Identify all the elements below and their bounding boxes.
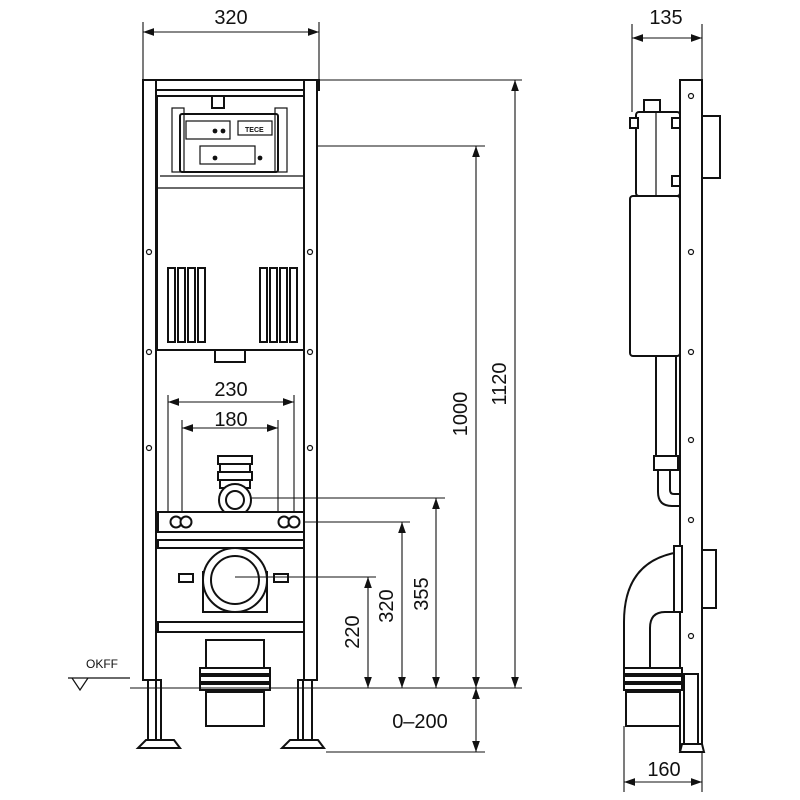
cistern-outlet [214,349,246,363]
side-frame-column [679,79,703,751]
dim-220: 220 [235,576,376,688]
flush-pipe [217,455,253,517]
drain-bend [178,547,289,613]
drain-connector [199,639,271,727]
dim-total-height-label: 1120 [489,362,511,405]
dim-bolt-inner: 180 [181,409,279,512]
dim-355-label: 355 [411,577,433,610]
side-view: 135 160 [623,7,721,792]
lower-crossbar [157,539,305,549]
dim-depth-bottom-label: 160 [647,759,680,781]
dim-adjust-range: 0–200 [326,688,485,753]
dim-depth-top: 135 [631,7,703,112]
side-drain-bend [623,545,717,727]
dim-320-label: 320 [376,589,398,622]
cistern-ribs-right [259,267,298,343]
actuation-plate-box [179,113,279,173]
dim-actuation-height-label: 1000 [450,392,472,437]
frame-post-right [303,79,318,681]
frame-post-left [142,79,157,681]
dim-depth-bottom: 160 [623,726,703,792]
side-flush-pipe [653,355,681,507]
dim-bolt-outer: 230 [167,379,295,512]
mounting-crossbar [157,511,305,533]
dim-adjust-range-label: 0–200 [392,711,448,733]
bottom-crossbar [157,621,305,633]
foot-left [135,679,182,749]
foot-right [279,679,326,749]
floor-level-marker: OKFF [68,657,130,692]
front-view: TECE [68,7,522,753]
frame-top-rail [142,79,320,91]
dim-355: 355 [250,497,445,688]
cistern: TECE [145,91,308,363]
dim-width-label: 320 [214,7,247,29]
dim-actuation-height: 1000 [317,145,485,688]
floor-label: OKFF [86,657,118,671]
dim-220-label: 220 [342,615,364,648]
dim-depth-top-label: 135 [649,7,682,29]
cistern-logo-text: TECE [245,127,264,134]
dim-bolt-outer-label: 230 [214,379,247,401]
side-foot [678,673,706,753]
dim-bolt-inner-label: 180 [214,409,247,431]
dim-width: 320 [142,7,320,80]
dim-total-height: 1120 [317,79,522,688]
side-wall-bracket-top [701,115,721,179]
dim-320: 320 [304,521,410,688]
cistern-ribs-left [167,267,206,343]
side-cistern [629,99,681,357]
